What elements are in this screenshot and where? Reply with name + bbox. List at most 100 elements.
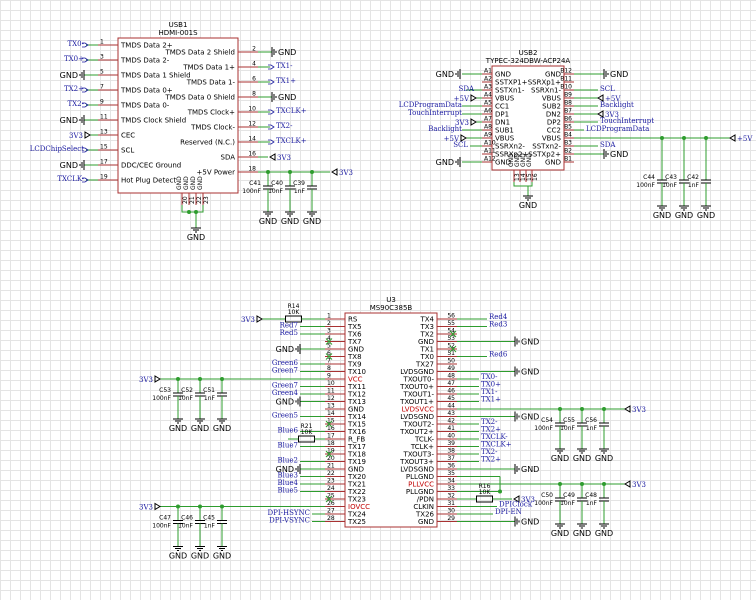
pin-number: B1 (564, 156, 572, 163)
net-label-tx1m: TX1- (481, 388, 498, 396)
net-label-blue4: Blue4 (278, 479, 299, 487)
pin-name: TXOUT3- (402, 451, 434, 459)
pin-name: TMDS Data 2- (120, 57, 170, 65)
pin-name: PLLVCC (408, 481, 434, 489)
pin-number: 47 (447, 380, 455, 387)
pin-name: GND (183, 176, 190, 190)
pin-number: 41 (447, 425, 455, 432)
pin-number: 25 (327, 493, 335, 500)
res-reference: R14 (288, 303, 300, 310)
pin-number: B9 (564, 92, 572, 99)
net-label-green6: Green6 (272, 359, 299, 367)
cap-reference: C50 (541, 492, 553, 499)
pin-name: TMDS Data 0- (120, 102, 170, 110)
pin-number: 51 (447, 350, 455, 357)
pin-number: B12 (560, 68, 572, 75)
pin-number: 14 (327, 410, 335, 417)
res-value: 10K (301, 429, 314, 436)
pin-number: 50 (447, 358, 455, 365)
power-port (470, 94, 477, 102)
pin-number: 49 (447, 365, 455, 372)
net-label-hsync: DPI-HSYNC (268, 509, 310, 517)
cap-value: 10nF (662, 182, 677, 189)
power-port (154, 502, 161, 511)
power-port (624, 480, 631, 488)
pin-name: PLLGND (406, 473, 434, 481)
pin-number: B2 (564, 148, 572, 155)
pin-name: TCLK- (414, 436, 435, 444)
res-value: 10K (288, 309, 301, 316)
cap-reference: C45 (203, 515, 215, 522)
pin-number: 36 (447, 463, 455, 470)
pin-name: TX6 (347, 331, 362, 339)
cap-value: 10nF (560, 425, 575, 432)
cap-reference: C43 (665, 174, 677, 181)
gnd-label: GND (573, 454, 591, 463)
no-connect-mark (325, 338, 333, 345)
pin-name: DN2 (546, 111, 561, 119)
pin-name: GND (176, 176, 183, 190)
res-body (298, 435, 315, 443)
net-label-backlight: Backlight (600, 101, 634, 109)
power-label: 3V3 (339, 169, 353, 177)
net-label-txclkp: TXCLK+ (276, 137, 307, 145)
gnd-label: GND (276, 465, 294, 474)
pin-number: 38 (447, 448, 455, 455)
power-label: 3V3 (139, 504, 153, 512)
pin-number: B10 (560, 84, 572, 91)
passive-components: C41100nFC4010nFC391nFC44100nFC4310nFC421… (152, 166, 711, 547)
net-label-tx2p: TX2+ (64, 85, 84, 93)
pin-name: VBUS (542, 95, 562, 103)
pin-name: GND (418, 518, 434, 526)
net-label-tx0m: TX0- (68, 40, 85, 48)
pin-name: TXOUT1- (402, 391, 434, 399)
gnd-label: GND (281, 217, 299, 226)
pin-number: A4 (484, 92, 492, 99)
no-connect-mark (325, 420, 333, 428)
power-port (513, 495, 520, 503)
gnd-label: GND (191, 424, 209, 433)
junction-dot (194, 210, 198, 214)
pin-name: TMDS Data 2+ (120, 42, 173, 50)
pin-name: TX8 (347, 353, 362, 361)
net-label-txclkp: TXCLK+ (481, 441, 512, 449)
power-port (470, 118, 477, 126)
pin-number: 22 (327, 470, 335, 477)
net-label-backlight: Backlight (428, 125, 462, 133)
pin-name: GND (197, 176, 204, 190)
ic-reference: U3 (386, 296, 396, 304)
cap-reference: C55 (563, 417, 575, 424)
pin-number: 3 (100, 54, 104, 61)
junction-dot (498, 489, 502, 494)
cap-value: 100nF (636, 182, 655, 189)
port-flag (268, 79, 275, 85)
pin-name: GND (520, 153, 527, 167)
cap-reference: C39 (293, 180, 305, 187)
pin-number: 55 (447, 320, 455, 327)
pin-name: GND (545, 71, 561, 79)
pin-name: TX24 (347, 511, 367, 519)
pin-name: GND (348, 346, 364, 354)
pin-number: 12 (327, 395, 335, 402)
pin-name: VBUS (495, 135, 515, 143)
net-label-dpiclock: DPIClock (499, 501, 533, 509)
pin-name: TX1 (419, 346, 434, 354)
pin-name: CC2 (547, 127, 561, 135)
pin-number: 23 (203, 196, 210, 204)
pin-name: GND (526, 153, 533, 167)
pin-name: TMDS Clock+ (187, 109, 235, 117)
net-label-touchinterrupt: TouchInterrupt (408, 109, 462, 117)
pin-name: VBUS (542, 135, 562, 143)
pin-name: IOVCC (348, 503, 370, 511)
pin-name: TX18 (347, 451, 366, 459)
pin-number: 39 (447, 440, 455, 447)
pin-number: 7 (100, 84, 104, 91)
pin-name: TMDS Clock Shield (120, 117, 186, 125)
pin-name: TXOUT2- (402, 421, 434, 429)
pin-number: 16 (532, 173, 539, 181)
pin-name: RS (348, 316, 358, 324)
pin-number: A12 (484, 156, 496, 163)
